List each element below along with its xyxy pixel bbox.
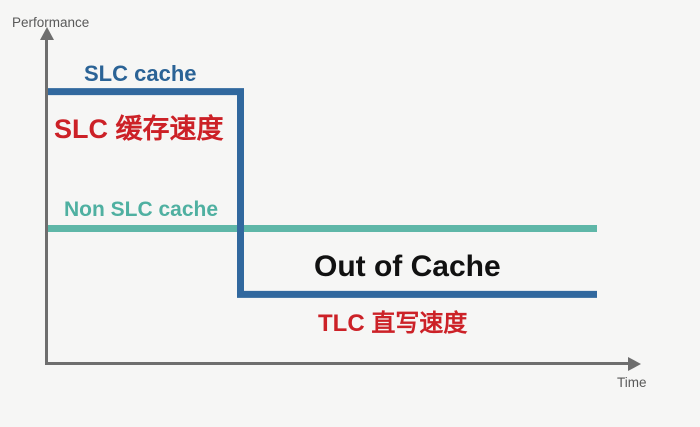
slc-step-line xyxy=(46,88,597,298)
y-axis-line xyxy=(45,38,48,364)
slc-cache-speed-cn-label: SLC 缓存速度 xyxy=(54,114,224,144)
x-axis-label: Time xyxy=(617,375,647,390)
non-slc-cache-label: Non SLC cache xyxy=(64,198,219,221)
tlc-write-speed-cn-label: TLC 直写速度 xyxy=(318,310,468,337)
out-of-cache-label: Out of Cache xyxy=(314,250,501,283)
slc-cache-label: SLC cache xyxy=(84,61,197,86)
x-axis-line xyxy=(45,362,628,365)
y-axis-arrow-icon xyxy=(40,27,54,40)
y-axis-label: Performance xyxy=(12,15,90,30)
x-axis-arrow-icon xyxy=(628,357,641,371)
